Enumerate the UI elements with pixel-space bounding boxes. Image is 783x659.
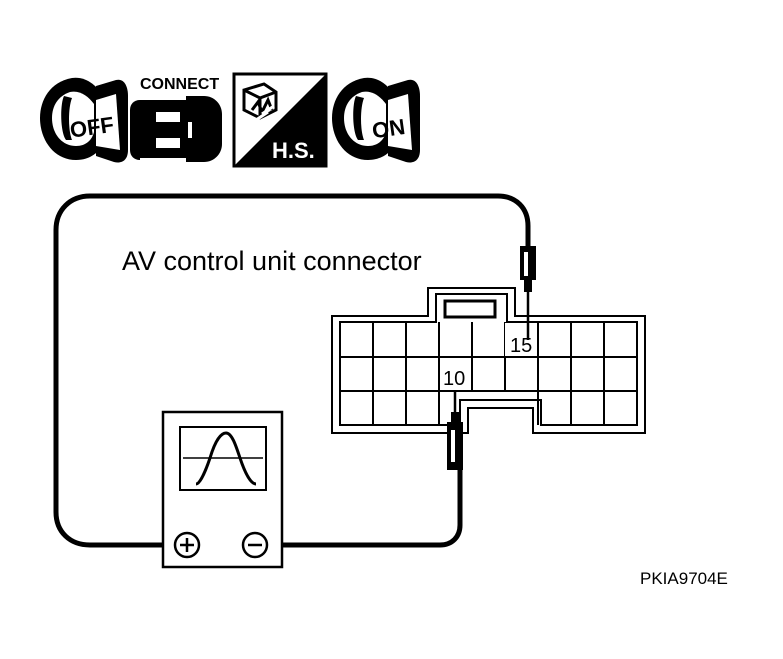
hs-label: H.S.: [272, 138, 315, 163]
oscilloscope: [161, 410, 284, 569]
connector-title: AV control unit connector: [122, 246, 422, 276]
terminal-15-label: 15: [510, 335, 532, 357]
probe-wire-negative: [266, 470, 463, 548]
sine-wave-trace: [195, 431, 257, 486]
connect-icon: CONNECT: [130, 76, 222, 162]
terminal-10-cell: [440, 358, 471, 390]
connector-housing-inner: [339, 293, 638, 426]
hs-icon: H.S.: [232, 72, 328, 168]
negative-terminal-icon: [241, 531, 269, 559]
terminal-10-label: 10: [443, 368, 465, 390]
ignition-off-icon: OFF: [40, 77, 128, 163]
connector-lock-tab: [443, 299, 497, 319]
figure-code: PKIA9704E: [640, 569, 728, 588]
ignition-on-label: ON: [371, 114, 407, 143]
probe-negative: [447, 392, 463, 470]
positive-terminal-icon: [173, 531, 201, 559]
probe-wire-positive: [53, 193, 531, 548]
connector-terminal-grid: [340, 322, 637, 425]
terminal-15-cell: [505, 323, 537, 356]
hs-seat-harness-icon: [242, 82, 278, 122]
probe-positive: [520, 246, 536, 340]
connector-housing-outer: [331, 287, 646, 434]
ignition-off-label: OFF: [68, 112, 115, 143]
connect-label: CONNECT: [140, 76, 219, 93]
ignition-on-icon: ON: [332, 77, 420, 163]
av-control-unit-connector: AV control unit connector 15 10: [122, 246, 646, 434]
